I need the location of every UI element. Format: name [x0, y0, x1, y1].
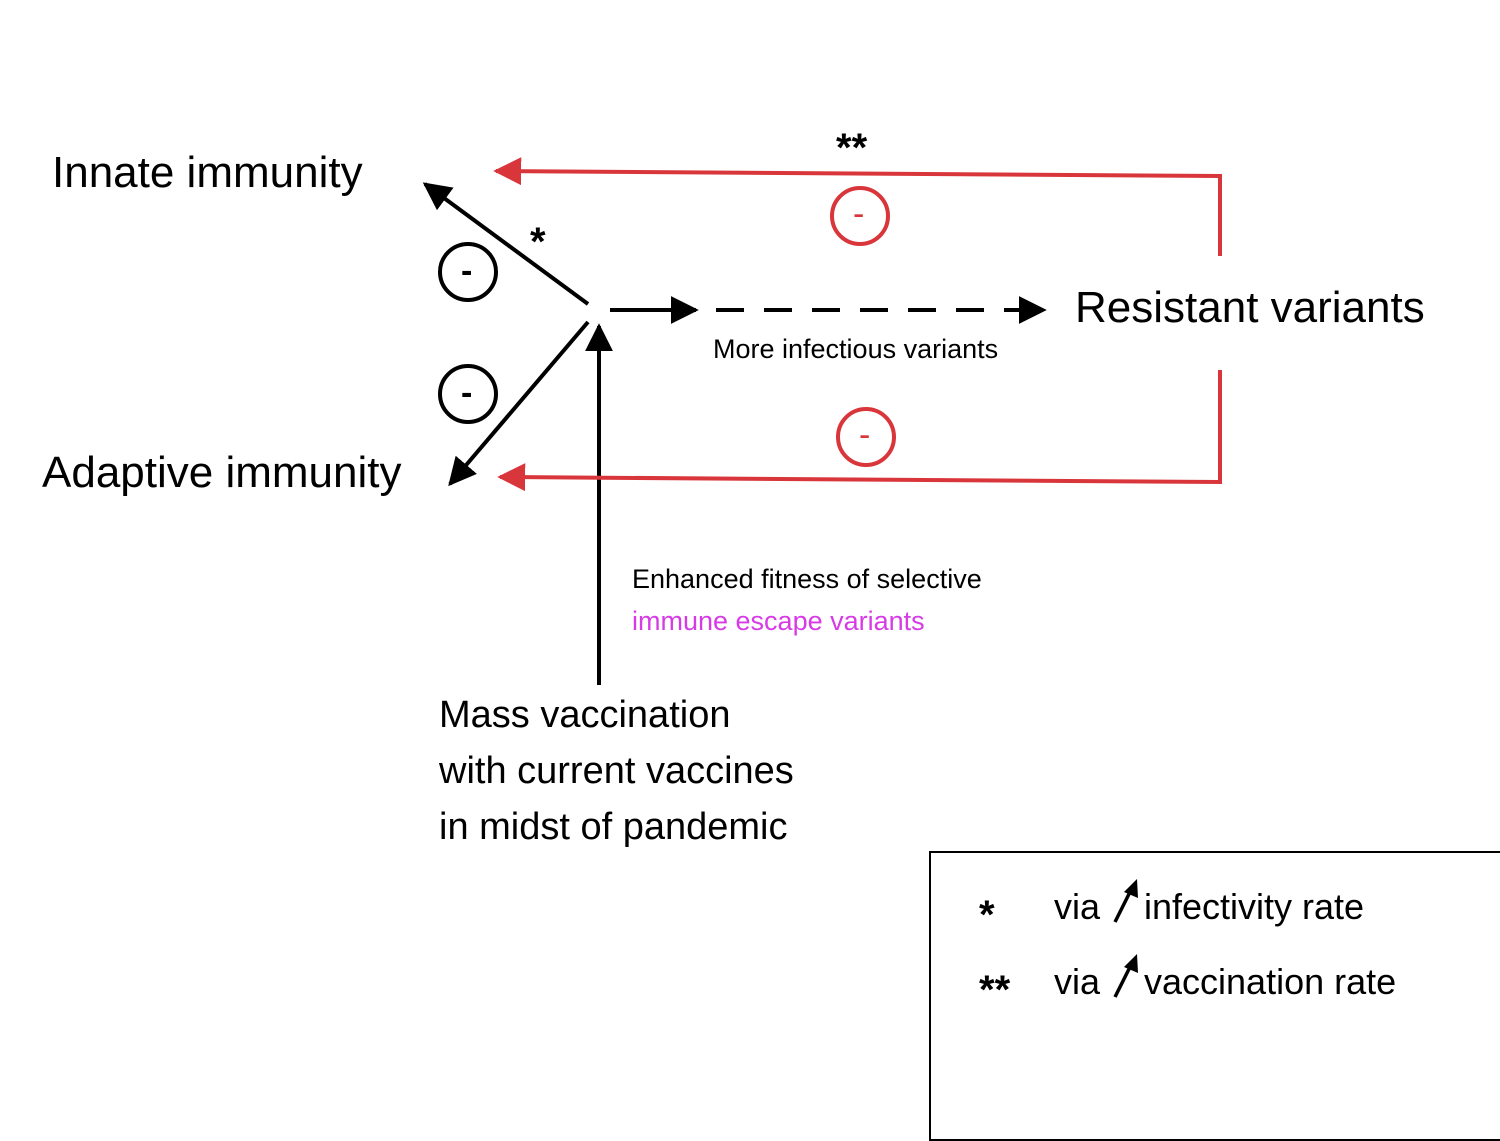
node-mass-vaccination-line1: Mass vaccination — [439, 694, 731, 736]
legend-text-vaccination: vaccination rate — [1144, 961, 1397, 1002]
minus-circle-innate — [438, 242, 498, 302]
legend-symbol-single: * — [979, 893, 995, 937]
edge-label-fitness-line1: Enhanced fitness of selective — [632, 564, 982, 594]
minus-sign-feedback-top: - — [853, 195, 865, 233]
arrow-to-adaptive-immunity — [448, 320, 590, 487]
minus-sign-innate: - — [461, 252, 473, 290]
node-innate-immunity: Innate immunity — [52, 148, 363, 197]
legend-via-1: via — [1054, 886, 1101, 927]
minus-sign-feedback-bottom: - — [859, 416, 871, 454]
node-adaptive-immunity: Adaptive immunity — [42, 448, 402, 497]
feedback-arrow-to-adaptive — [497, 370, 1222, 492]
legend-symbol-double: ** — [979, 968, 1011, 1012]
minus-circle-adaptive — [438, 364, 498, 424]
minus-sign-adaptive: - — [461, 374, 473, 412]
legend-via-2: via — [1054, 961, 1101, 1002]
marker-double-star: ** — [836, 126, 868, 170]
marker-single-star: * — [530, 220, 546, 264]
node-mass-vaccination-line2: with current vaccines — [439, 750, 794, 792]
minus-circle-feedback-bottom — [836, 407, 896, 467]
edge-label-more-infectious: More infectious variants — [713, 334, 999, 364]
legend-text-infectivity: infectivity rate — [1144, 886, 1365, 927]
node-resistant-variants: Resistant variants — [1075, 283, 1425, 332]
arrow-to-innate-immunity — [422, 182, 590, 306]
node-mass-vaccination-line3: in midst of pandemic — [439, 806, 788, 848]
feedback-arrow-to-innate — [493, 157, 1222, 256]
minus-circle-feedback-top — [830, 186, 890, 246]
up-arrow-icon — [1113, 879, 1138, 923]
up-arrow-icon — [1113, 954, 1138, 998]
edge-label-fitness-line2: immune escape variants — [632, 606, 925, 636]
